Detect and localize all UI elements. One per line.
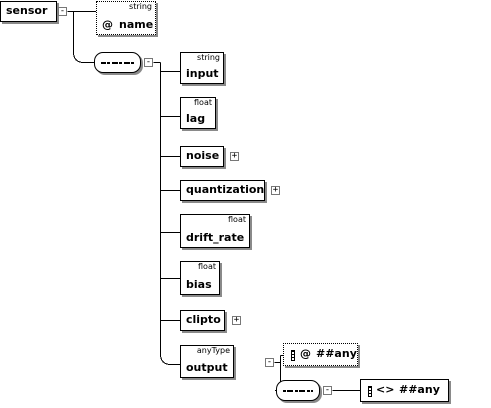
sensor-element-label: sensor	[6, 4, 48, 17]
any-attribute-label: ##any	[316, 347, 357, 360]
clipto-element[interactable]: clipto	[180, 310, 225, 331]
output-collapse-toggle[interactable]: -	[265, 358, 274, 367]
input-element[interactable]: string input	[180, 52, 224, 84]
output-element-label: output	[186, 361, 228, 374]
drift-rate-element-label: drift_rate	[186, 231, 245, 244]
name-attribute[interactable]: string @ name	[96, 1, 156, 35]
drift-rate-element-type: float	[228, 215, 246, 224]
clipto-element-label: clipto	[186, 313, 221, 326]
collapse-icon: -	[324, 385, 331, 395]
collapse-icon: -	[59, 6, 66, 16]
lag-element-label: lag	[186, 112, 206, 125]
bias-element-label: bias	[186, 278, 212, 291]
bias-element[interactable]: float bias	[180, 261, 220, 295]
input-element-label: input	[186, 67, 219, 80]
any-attribute-icon	[291, 350, 295, 361]
sequence-compositor[interactable]	[94, 52, 141, 73]
noise-expand-toggle[interactable]: +	[230, 152, 239, 161]
collapse-icon: -	[145, 57, 152, 67]
expand-icon: +	[233, 315, 240, 325]
output-sequence-collapse-toggle[interactable]: -	[323, 386, 332, 395]
output-element-type: anyType	[196, 346, 230, 355]
sequence-icon	[283, 389, 313, 392]
quantization-expand-toggle[interactable]: +	[271, 186, 280, 195]
quantization-element-label: quantization	[186, 183, 265, 196]
quantization-element[interactable]: quantization	[180, 180, 265, 201]
name-attribute-type: string	[129, 2, 152, 11]
any-element-wildcard[interactable]: <> ##any	[360, 379, 449, 402]
noise-element[interactable]: noise	[180, 146, 224, 167]
any-element-brackets: <>	[376, 383, 395, 396]
input-element-type: string	[197, 53, 220, 62]
any-attribute-wildcard[interactable]: @ ##any	[283, 343, 358, 366]
name-attribute-label: name	[119, 18, 154, 31]
lag-element[interactable]: float lag	[180, 97, 216, 129]
any-element-label: ##any	[399, 383, 440, 396]
any-element-icon	[368, 386, 372, 397]
attribute-at-icon: @	[102, 18, 113, 31]
drift-rate-element[interactable]: float drift_rate	[180, 214, 250, 248]
clipto-expand-toggle[interactable]: +	[232, 316, 241, 325]
output-sequence-compositor[interactable]	[276, 380, 320, 401]
sequence-icon	[101, 61, 134, 64]
noise-element-label: noise	[186, 149, 220, 162]
expand-icon: +	[231, 151, 238, 161]
bias-element-type: float	[198, 262, 216, 271]
collapse-icon: -	[266, 357, 273, 367]
sequence-collapse-toggle[interactable]: -	[144, 58, 153, 67]
sensor-element[interactable]: sensor	[0, 1, 57, 22]
sensor-collapse-toggle[interactable]: -	[58, 7, 67, 16]
output-element[interactable]: anyType output	[180, 345, 234, 378]
expand-icon: +	[272, 185, 279, 195]
any-attribute-at-icon: @	[300, 347, 311, 360]
lag-element-type: float	[194, 98, 212, 107]
